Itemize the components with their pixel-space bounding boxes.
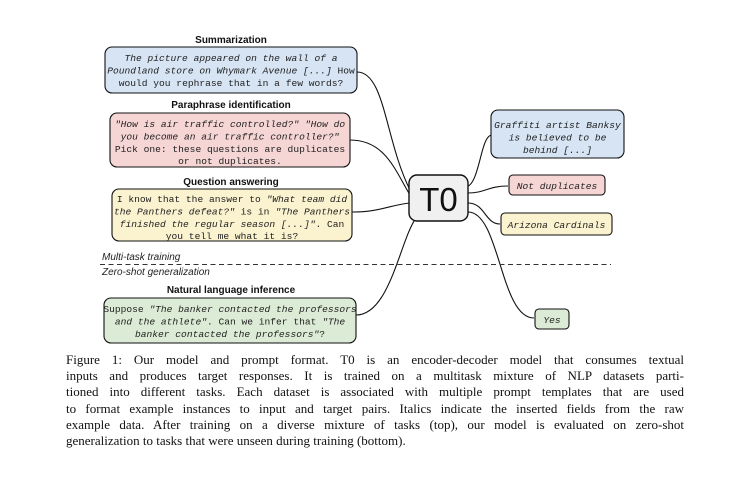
output-qa: Arizona Cardinals bbox=[500, 212, 613, 236]
task-qa: Question answering I know that the answe… bbox=[111, 177, 353, 242]
inserted-field: "The bbox=[322, 316, 345, 327]
template-text: . Can we infer that bbox=[207, 316, 322, 327]
figure-diagram: Multi-task training Zero-shot generaliza… bbox=[100, 35, 625, 344]
prompt-line: and the athlete". Can we infer that "The bbox=[115, 316, 346, 327]
task-title: Summarization bbox=[195, 35, 267, 46]
caption-line: generalization to tasks that were unseen… bbox=[66, 433, 406, 449]
prompt-line: the Panthers defeat?" is in "The Panther… bbox=[114, 206, 350, 217]
prompt-line: Suppose "The banker contacted the profes… bbox=[103, 304, 357, 315]
output-box bbox=[490, 109, 625, 159]
caption-line: tioned into different tasks. Each datase… bbox=[66, 384, 684, 400]
prompt-line: or not duplicates. bbox=[178, 156, 282, 167]
connector-out-paraphrase bbox=[467, 185, 509, 194]
task-title: Natural language inference bbox=[167, 285, 296, 296]
task-prompt: Suppose "The banker contacted the profes… bbox=[103, 304, 357, 340]
output-text: Yes bbox=[543, 315, 561, 326]
task-box bbox=[104, 46, 358, 94]
template-text: Pick one: these questions are duplicates bbox=[115, 144, 345, 155]
prompt-line: "How is air traffic controlled?" "How do bbox=[115, 119, 346, 130]
caption-line: Figure 1: Our model and prompt format. T… bbox=[66, 352, 684, 367]
template-text: ? bbox=[319, 329, 325, 340]
output-line: Not duplicates bbox=[517, 181, 598, 192]
connector-nli bbox=[355, 217, 417, 316]
template-text: . Can bbox=[315, 219, 344, 230]
task-box bbox=[111, 188, 353, 242]
output-box bbox=[508, 174, 606, 196]
output-line: behind [...] bbox=[523, 145, 592, 156]
prompt-line: you tell me what it is? bbox=[166, 231, 299, 242]
prompt-line: Pick one: these questions are duplicates bbox=[115, 144, 345, 155]
task-box bbox=[109, 112, 351, 168]
output-text: Not duplicates bbox=[517, 181, 598, 192]
template-text: How bbox=[332, 65, 355, 76]
output-box bbox=[534, 308, 570, 330]
connector-qa bbox=[351, 202, 411, 213]
task-title: Question answering bbox=[183, 177, 279, 188]
inserted-field: the Panthers defeat?" bbox=[114, 206, 235, 217]
connector-paraphrase bbox=[349, 139, 411, 196]
output-line: Graffiti artist Banksy bbox=[494, 120, 621, 131]
output-line: is believed to be bbox=[509, 132, 607, 143]
inserted-field: "How is air traffic controlled?" "How do bbox=[115, 119, 346, 130]
template-text: is in bbox=[235, 206, 275, 217]
connector-lines bbox=[349, 71, 535, 319]
task-summarization: Summarization The picture appeared on th… bbox=[104, 35, 358, 94]
template-text: you tell me what it is? bbox=[166, 231, 299, 242]
divider-bottom-label: Zero-shot generalization bbox=[101, 267, 210, 278]
output-paraphrase: Not duplicates bbox=[508, 174, 606, 196]
task-paraphrase: Paraphrase identification "How is air tr… bbox=[109, 100, 351, 168]
inserted-field: finished the regular season [...]" bbox=[120, 219, 316, 230]
template-text: would you rephrase that in a few words? bbox=[119, 78, 344, 89]
prompt-line: Poundland store on Whymark Avenue [...] … bbox=[107, 65, 355, 76]
inserted-field: and the athlete" bbox=[115, 316, 207, 327]
template-text: Suppose bbox=[103, 304, 149, 315]
model-box: T0 bbox=[408, 174, 469, 222]
caption-line: inputs and produces target responses. It… bbox=[66, 368, 684, 384]
task-prompt: "How is air traffic controlled?" "How do… bbox=[115, 119, 346, 167]
inserted-field: you become an air traffic controller?" bbox=[120, 131, 340, 142]
output-line: Yes bbox=[543, 315, 561, 326]
output-nli: Yes bbox=[534, 308, 570, 330]
model-rect bbox=[408, 174, 469, 222]
inserted-field: "The Panthers bbox=[275, 206, 350, 217]
output-box bbox=[500, 212, 613, 236]
prompt-line: finished the regular season [...]". Can bbox=[120, 219, 345, 230]
connector-out-summary bbox=[464, 134, 493, 188]
task-nli: Natural language inference Suppose "The … bbox=[103, 285, 357, 344]
template-text: or not duplicates. bbox=[178, 156, 282, 167]
prompt-line: I know that the answer to "What team did bbox=[117, 194, 348, 205]
prompt-line: you become an air traffic controller?" bbox=[120, 131, 340, 142]
inserted-field: banker contacted the professors" bbox=[135, 329, 319, 340]
task-prompt: I know that the answer to "What team did… bbox=[114, 194, 350, 242]
task-title: Paraphrase identification bbox=[171, 100, 290, 111]
prompt-line: would you rephrase that in a few words? bbox=[119, 78, 344, 89]
caption-line: example data. After training on a divers… bbox=[66, 416, 684, 432]
inserted-field: "The banker contacted the professors bbox=[149, 304, 357, 315]
prompt-line: banker contacted the professors"? bbox=[135, 329, 325, 340]
divider-top-label: Multi-task training bbox=[102, 252, 181, 263]
template-text: I know that the answer to bbox=[117, 194, 267, 205]
prompt-line: The picture appeared on the wall of a bbox=[124, 53, 337, 64]
figure-caption: Figure 1: Our model and prompt format. T… bbox=[66, 352, 684, 449]
inserted-field: Poundland store on Whymark Avenue [...] bbox=[107, 65, 332, 76]
task-box bbox=[103, 297, 357, 344]
inserted-field: The picture appeared on the wall of a bbox=[124, 53, 337, 64]
caption-line: to format example instances to input and… bbox=[66, 400, 684, 416]
output-text: Arizona Cardinals bbox=[507, 220, 606, 231]
inserted-field: "What team did bbox=[267, 194, 348, 205]
model-label: T0 bbox=[419, 181, 458, 218]
output-line: Arizona Cardinals bbox=[507, 220, 606, 231]
connector-out-qa bbox=[467, 202, 501, 225]
connector-summarization bbox=[356, 71, 411, 191]
